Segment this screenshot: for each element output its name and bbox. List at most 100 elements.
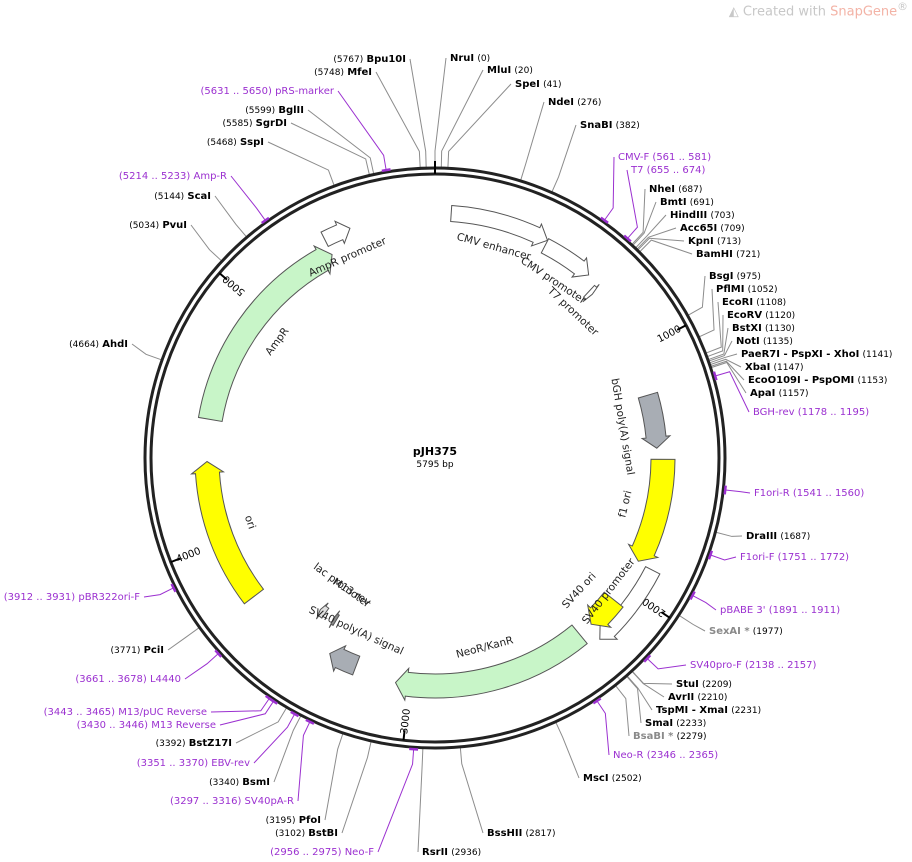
feature-cmv-enhancer[interactable] — [450, 205, 549, 247]
site-mlui[interactable]: MluI (20) — [487, 65, 533, 76]
site-sexai[interactable]: SexAI * (1977) — [709, 626, 783, 637]
site-bsshii[interactable]: BssHII (2817) — [487, 828, 555, 839]
site-pvui[interactable]: (5034) PvuI — [129, 220, 187, 231]
feature-f1-ori[interactable] — [627, 458, 676, 562]
site-draiii[interactable]: DraIII (1687) — [746, 531, 810, 542]
site-position: (3392) — [156, 739, 186, 749]
primer-f1ori-r[interactable]: F1ori-R (1541 .. 1560) — [754, 488, 864, 499]
site-position: (2936) — [451, 848, 481, 858]
feature-t7-promoter[interactable] — [582, 284, 600, 303]
primer-ebv-rev[interactable]: (3351 .. 3370) EBV-rev — [137, 758, 250, 769]
site-name: EcoRV — [727, 310, 762, 321]
site-bpu10i[interactable]: (5767) Bpu10I — [333, 54, 406, 65]
feature-ampr-promoter[interactable] — [320, 220, 351, 248]
site-pflmi[interactable]: PflMI (1052) — [716, 284, 778, 295]
site-scai[interactable]: (5144) ScaI — [154, 191, 211, 202]
site-bsmi[interactable]: (3340) BsmI — [209, 777, 270, 788]
site-avrii[interactable]: AvrII (2210) — [668, 692, 727, 703]
site-ndei[interactable]: NdeI (276) — [548, 97, 601, 108]
feature-m13-rev[interactable] — [328, 610, 341, 628]
feature-cmv-promoter[interactable] — [540, 238, 590, 278]
primer-leader-line — [626, 169, 638, 240]
primer-neo-f[interactable]: (2956 .. 2975) Neo-F — [270, 847, 374, 858]
feature-bgh-poly-a-signal[interactable] — [637, 391, 672, 449]
primer-range: (1891 .. 1911) — [769, 605, 841, 616]
primer-cmv-f[interactable]: CMV-F (561 .. 581) — [618, 152, 711, 163]
primer-mark — [643, 654, 652, 663]
primer-mark — [623, 234, 632, 243]
feature-sv40-poly-a-signal[interactable] — [329, 644, 361, 676]
site-leader-line — [235, 707, 287, 744]
site-noti[interactable]: NotI (1135) — [736, 336, 793, 347]
primer-mark — [723, 485, 727, 495]
primer-leader-line — [691, 594, 717, 611]
site-bmti[interactable]: BmtI (691) — [660, 197, 714, 208]
primer-name: pRS-marker — [275, 86, 335, 97]
site-leader-line — [716, 531, 743, 537]
feature-ampr[interactable] — [197, 244, 333, 423]
site-position: (1135) — [763, 337, 793, 347]
feature-lac-promoter[interactable] — [315, 602, 330, 620]
site-tspmi-xmai[interactable]: TspMI - XmaI (2231) — [656, 705, 761, 716]
site-nrui[interactable]: NruI (0) — [450, 53, 490, 64]
primer-mark — [260, 216, 270, 224]
site-bstxi[interactable]: BstXI (1130) — [732, 323, 795, 334]
primer-name: Amp-R — [194, 171, 228, 182]
primer-neo-r[interactable]: Neo-R (2346 .. 2365) — [613, 750, 718, 761]
primer-sv40pa-r[interactable]: (3297 .. 3316) SV40pA-R — [170, 796, 294, 807]
site-sspi[interactable]: (5468) SspI — [207, 137, 264, 148]
site-name: AvrII — [668, 692, 694, 703]
site-xbai[interactable]: XbaI (1147) — [745, 362, 803, 373]
site-stui[interactable]: StuI (2209) — [676, 679, 732, 690]
ruler-tick — [660, 611, 671, 619]
primer-range: (1178 .. 1195) — [798, 407, 870, 418]
primer-f1ori-f[interactable]: F1ori-F (1751 .. 1772) — [740, 552, 849, 563]
site-ahdi[interactable]: (4664) AhdI — [69, 339, 128, 350]
site-msci[interactable]: MscI (2502) — [583, 773, 642, 784]
site-smai[interactable]: SmaI (2233) — [645, 718, 706, 729]
site-leader-line — [711, 360, 745, 381]
site-acc65i[interactable]: Acc65I (709) — [680, 223, 745, 234]
primer-m13-puc-reverse[interactable]: (3443 .. 3465) M13/pUC Reverse — [44, 707, 207, 718]
feature-sv40-ori[interactable] — [586, 591, 624, 629]
primer-pbr322ori-f[interactable]: (3912 .. 3931) pBR322ori-F — [4, 592, 140, 603]
site-kpni[interactable]: KpnI (713) — [688, 236, 741, 247]
site-apai[interactable]: ApaI (1157) — [750, 388, 809, 399]
site-ecorv[interactable]: EcoRV (1120) — [727, 310, 795, 321]
site-pcii[interactable]: (3771) PciI — [110, 645, 164, 656]
primer-name: M13/pUC Reverse — [118, 707, 207, 718]
site-paer7i-pspxi-xhoi[interactable]: PaeR7I - PspXI - XhoI (1141) — [741, 349, 892, 360]
feature-neor-kanr[interactable] — [394, 624, 588, 702]
primer-t7[interactable]: T7 (655 .. 674) — [630, 165, 705, 176]
feature-label: ori — [242, 514, 258, 531]
site-hindiii[interactable]: HindIII (703) — [670, 210, 735, 221]
site-rsrii[interactable]: RsrII (2936) — [422, 847, 481, 858]
site-position: (20) — [514, 66, 532, 76]
primer-m13-reverse[interactable]: (3430 .. 3446) M13 Reverse — [77, 720, 216, 731]
site-bsabi[interactable]: BsaBI * (2279) — [633, 731, 707, 742]
site-snabi[interactable]: SnaBI (382) — [580, 120, 640, 131]
primer-prs-marker[interactable]: (5631 .. 5650) pRS-marker — [200, 86, 334, 97]
site-bamhi[interactable]: BamHI (721) — [696, 249, 760, 260]
site-pfoi[interactable]: (3195) PfoI — [266, 815, 321, 826]
feature-sv40-promoter[interactable] — [599, 565, 661, 640]
site-bglii[interactable]: (5599) BglII — [245, 105, 304, 116]
site-sgrdi[interactable]: (5585) SgrDI — [223, 118, 287, 129]
ruler-tick-label: 1000 — [656, 324, 684, 346]
site-bstz17i[interactable]: (3392) BstZ17I — [156, 738, 232, 749]
feature-label: AmpR — [263, 325, 291, 357]
site-bstbi[interactable]: (3102) BstBI — [275, 828, 338, 839]
site-name: NdeI — [548, 97, 574, 108]
primer-amp-r[interactable]: (5214 .. 5233) Amp-R — [119, 171, 227, 182]
site-ecoo109i-pspomi[interactable]: EcoO109I - PspOMI (1153) — [748, 375, 887, 386]
primer-sv40pro-f[interactable]: SV40pro-F (2138 .. 2157) — [690, 660, 817, 671]
primer-l4440[interactable]: (3661 .. 3678) L4440 — [75, 674, 181, 685]
site-spei[interactable]: SpeI (41) — [515, 79, 562, 90]
primer-pbabe-3[interactable]: pBABE 3' (1891 .. 1911) — [720, 605, 840, 616]
site-ecori[interactable]: EcoRI (1108) — [722, 297, 786, 308]
feature-ori[interactable] — [189, 460, 265, 605]
primer-bgh-rev[interactable]: BGH-rev (1178 .. 1195) — [753, 407, 869, 418]
site-mfei[interactable]: (5748) MfeI — [314, 67, 372, 78]
site-bsgi[interactable]: BsgI (975) — [709, 271, 761, 282]
site-nhei[interactable]: NheI (687) — [649, 184, 702, 195]
